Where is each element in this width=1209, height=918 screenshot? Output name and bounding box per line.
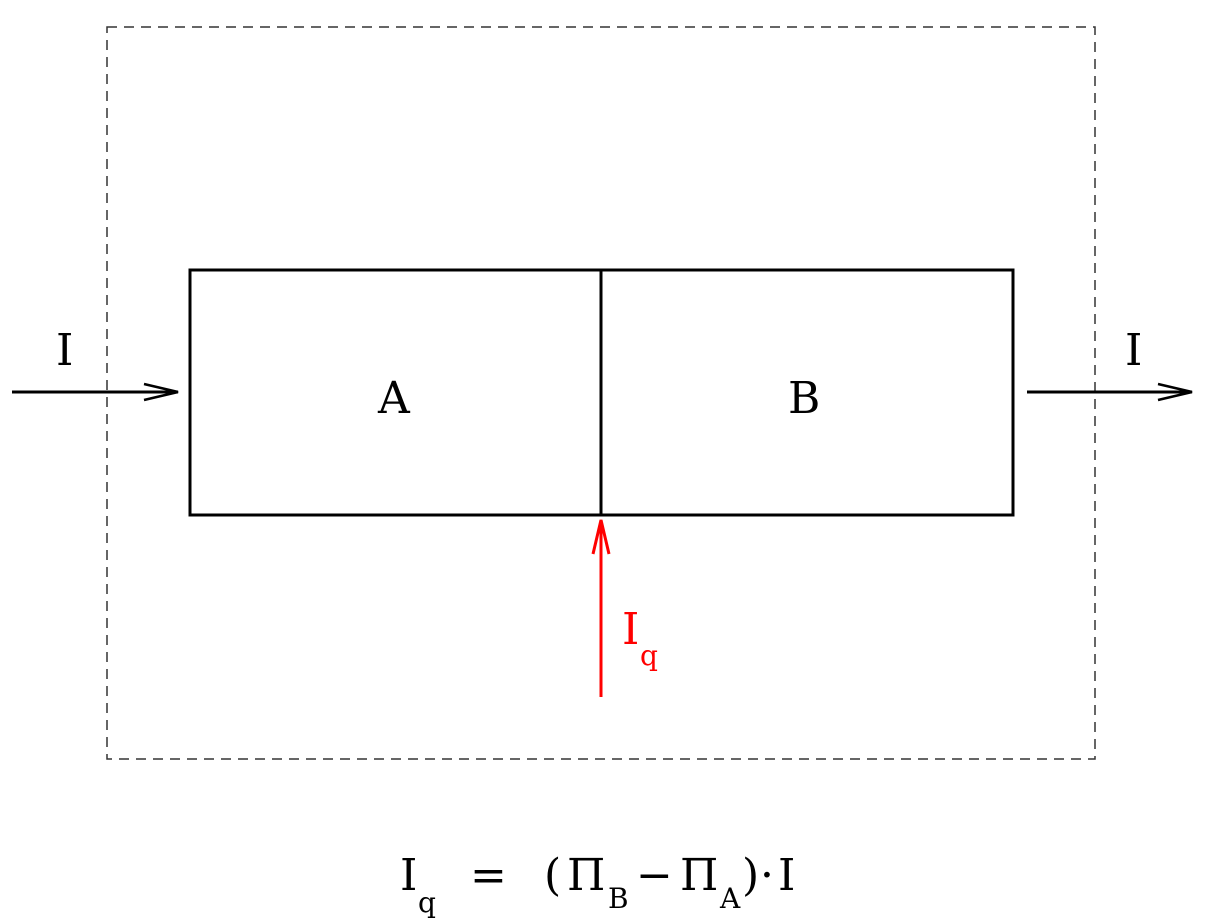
formula-minus: − — [636, 850, 673, 901]
formula-pi-a: Π — [680, 850, 718, 901]
input-current-label: I — [56, 325, 73, 376]
system-boundary — [106, 26, 1096, 760]
formula-open-paren: ( — [544, 850, 561, 901]
formula-pi-a-sub: A — [719, 882, 741, 915]
formula-equals: = — [470, 850, 507, 901]
heat-flow-subscript: q — [640, 639, 658, 672]
block-b-label: B — [788, 373, 820, 424]
formula-pi-b: Π — [567, 850, 605, 901]
formula-rhs-current: I — [778, 850, 795, 901]
heat-flow-label: I — [622, 604, 639, 655]
formula-lhs: I — [400, 850, 417, 901]
output-current-label: I — [1125, 325, 1142, 376]
peltier-formula: I q = ( Π B − Π A ) · I — [400, 850, 795, 918]
formula-lhs-sub: q — [418, 886, 436, 918]
formula-close-paren: ) — [742, 850, 759, 901]
block-a-label: A — [377, 373, 411, 424]
formula-dot: · — [760, 850, 774, 901]
formula-pi-b-sub: B — [608, 882, 629, 915]
